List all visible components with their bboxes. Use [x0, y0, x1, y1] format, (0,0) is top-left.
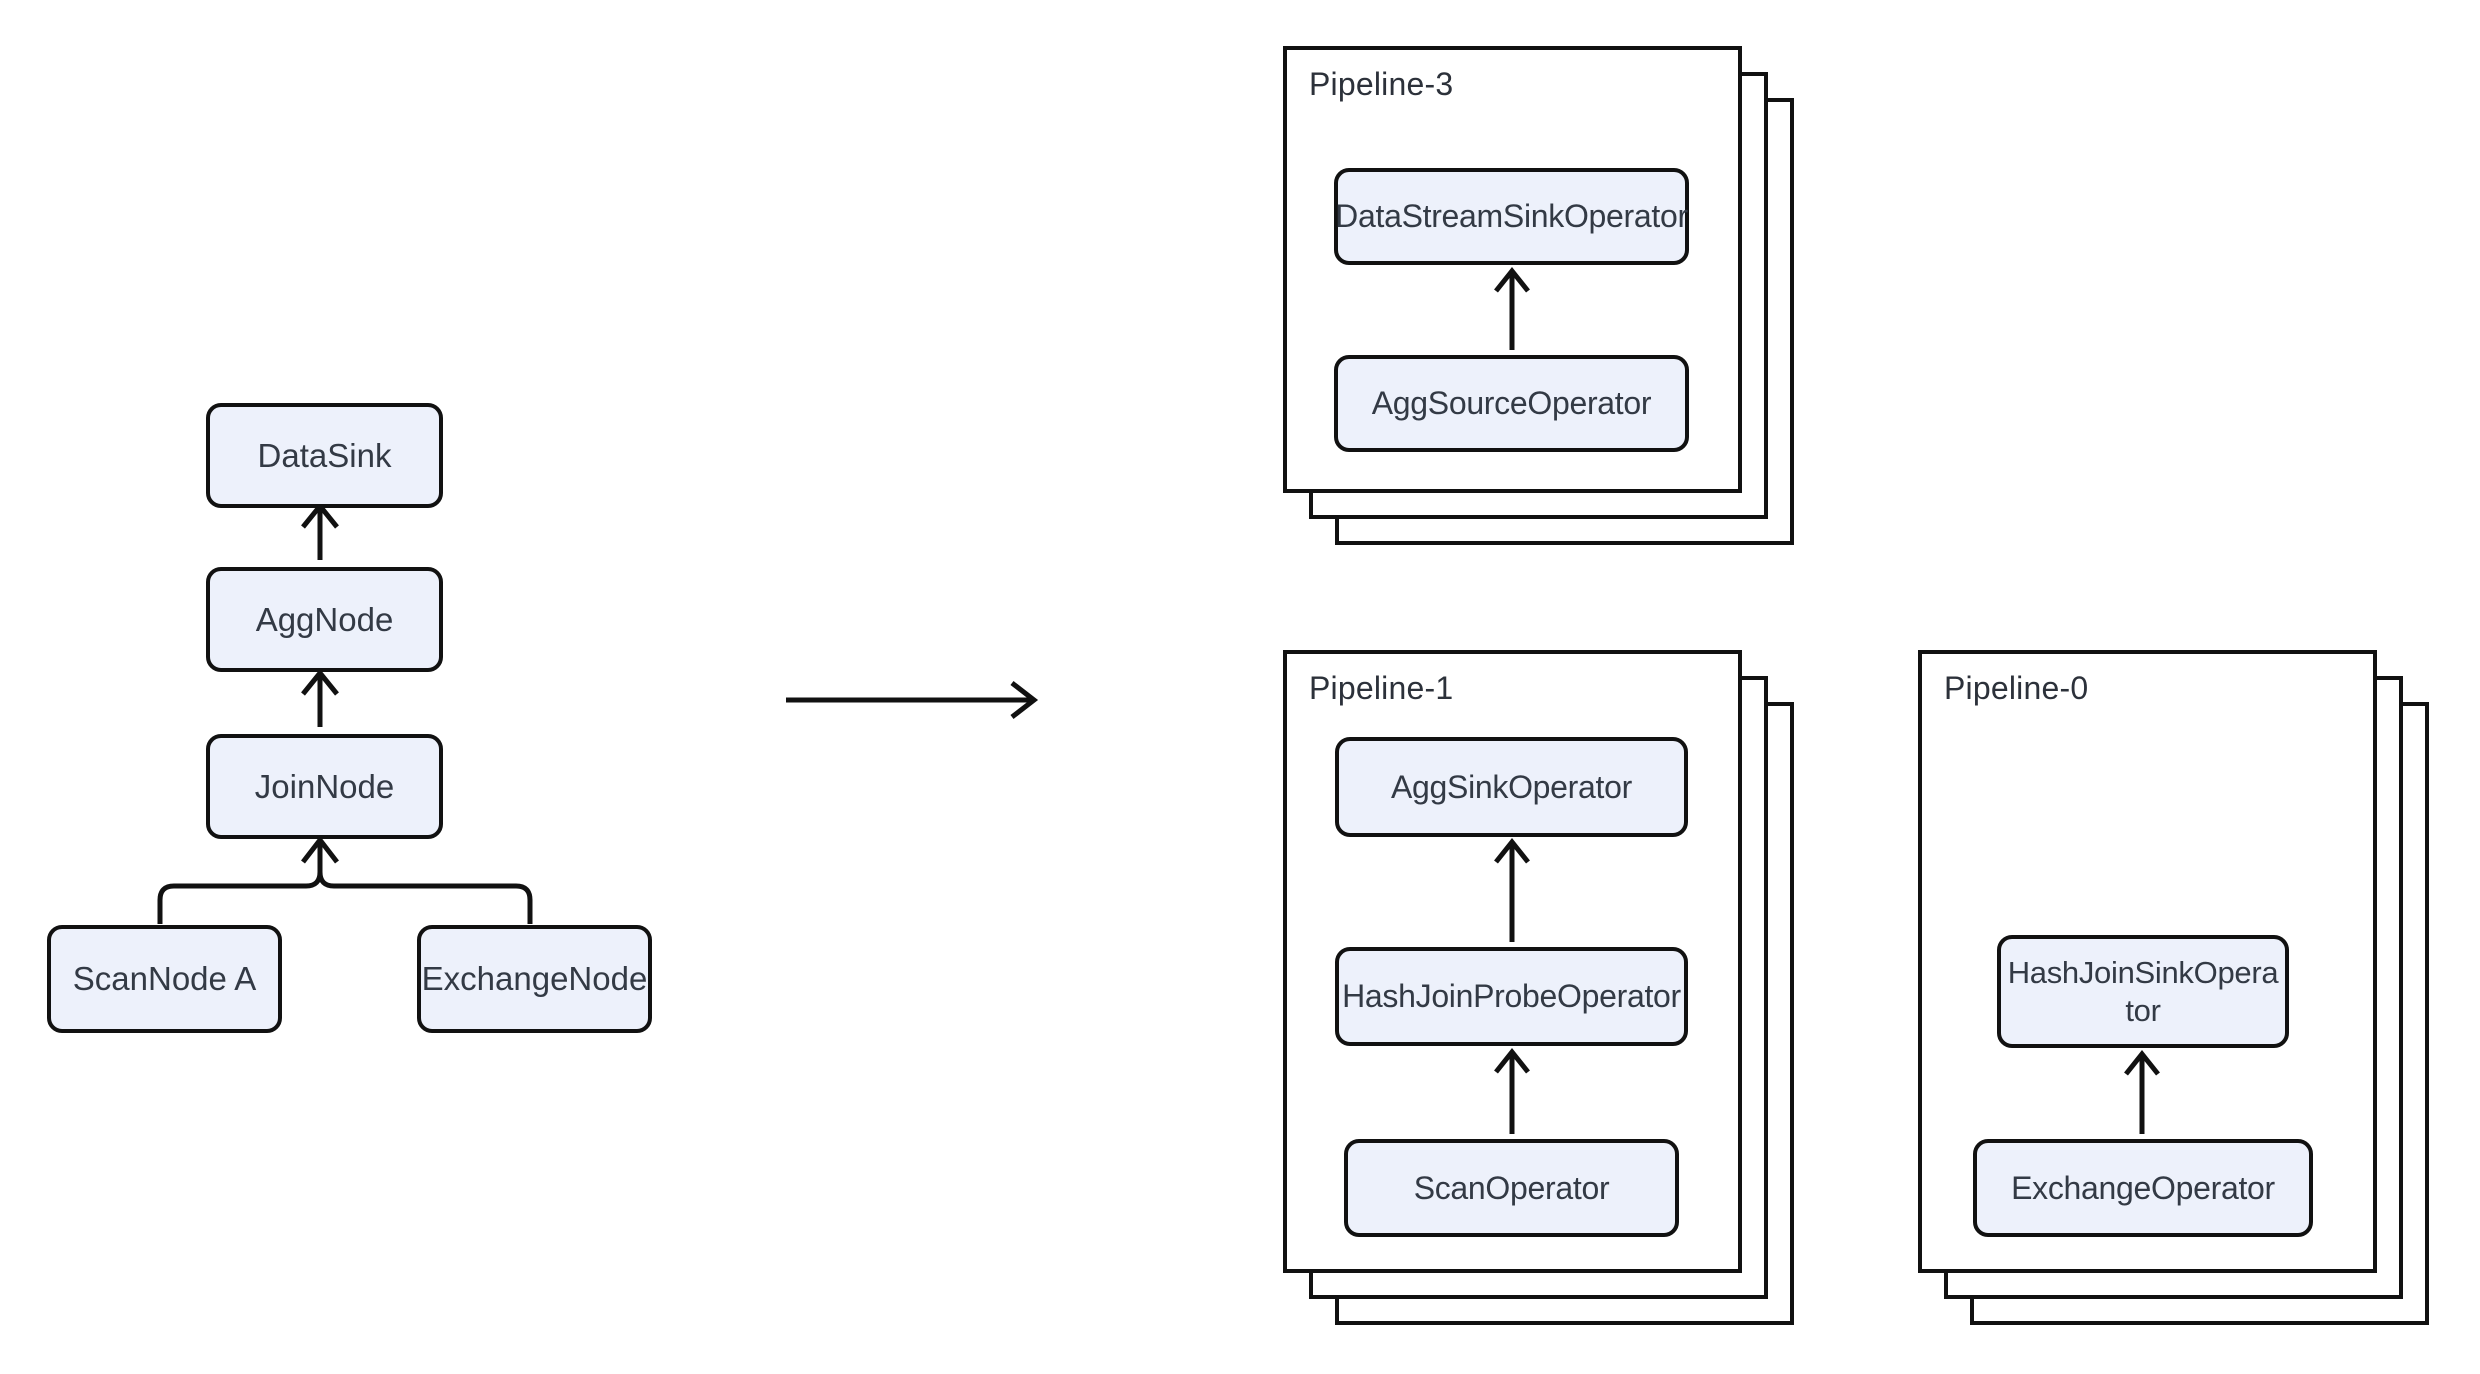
op-aggsinkoperator-label: AggSinkOperator	[1391, 768, 1632, 805]
op-exchangeoperator: ExchangeOperator	[1973, 1139, 2313, 1237]
arrow-hashjoinprobe-to-aggsink	[1494, 837, 1530, 1134]
arrow-exchange-to-hashjoinsink	[2124, 1049, 2160, 1134]
node-datasink: DataSink	[206, 403, 443, 508]
op-hashjoinprobeoperator: HashJoinProbeOperator	[1335, 947, 1688, 1046]
pipeline-0-card: Pipeline-0 HashJoinSinkOpera tor Exchang…	[1918, 650, 2377, 1273]
arrow-aggsource-to-datastreamsink	[1494, 266, 1530, 350]
pipeline-0-title: Pipeline-0	[1944, 670, 2089, 706]
op-datastreamsinkoperator: DataStreamSinkOperator	[1334, 168, 1689, 265]
pipeline-1-stack: Pipeline-1 AggSinkOperator HashJoinProbe…	[1283, 650, 1794, 1325]
node-exchangenode-label: ExchangeNode	[421, 960, 648, 997]
fork-children-to-joinnode	[157, 835, 533, 924]
pipeline-3-title: Pipeline-3	[1309, 66, 1454, 102]
pipeline-0-stack: Pipeline-0 HashJoinSinkOpera tor Exchang…	[1918, 650, 2429, 1325]
pipeline-3-stack: Pipeline-3 DataStreamSinkOperator AggSou…	[1283, 46, 1794, 545]
arrow-aggnode-to-datasink	[301, 502, 339, 560]
node-exchangenode: ExchangeNode	[417, 925, 652, 1033]
plan-to-pipelines-arrow	[786, 681, 1039, 719]
pipeline-1-card: Pipeline-1 AggSinkOperator HashJoinProbe…	[1283, 650, 1742, 1273]
pipeline-3-card: Pipeline-3 DataStreamSinkOperator AggSou…	[1283, 46, 1742, 493]
op-hashjoinsinkoperator-label: HashJoinSinkOpera tor	[2007, 955, 2279, 1028]
node-aggnode-label: AggNode	[255, 600, 394, 638]
node-joinnode-label: JoinNode	[254, 767, 395, 805]
pipeline-1-title: Pipeline-1	[1309, 670, 1454, 706]
op-aggsourceoperator: AggSourceOperator	[1334, 355, 1689, 452]
node-scannode-a: ScanNode A	[47, 925, 282, 1033]
node-datasink-label: DataSink	[257, 436, 392, 474]
node-scannode-a-label: ScanNode A	[72, 960, 257, 997]
op-datastreamsinkoperator-label: DataStreamSinkOperator	[1335, 198, 1688, 235]
op-hashjoinprobeoperator-label: HashJoinProbeOperator	[1342, 978, 1681, 1015]
op-exchangeoperator-label: ExchangeOperator	[2011, 1169, 2275, 1206]
arrow-joinnode-to-aggnode	[301, 669, 339, 727]
node-aggnode: AggNode	[206, 567, 443, 672]
node-joinnode: JoinNode	[206, 734, 443, 839]
op-aggsinkoperator: AggSinkOperator	[1335, 737, 1688, 837]
op-hashjoinsinkoperator: HashJoinSinkOpera tor	[1997, 935, 2289, 1048]
op-scanoperator-label: ScanOperator	[1413, 1169, 1610, 1206]
op-scanoperator: ScanOperator	[1344, 1139, 1679, 1237]
op-aggsourceoperator-label: AggSourceOperator	[1371, 385, 1652, 422]
